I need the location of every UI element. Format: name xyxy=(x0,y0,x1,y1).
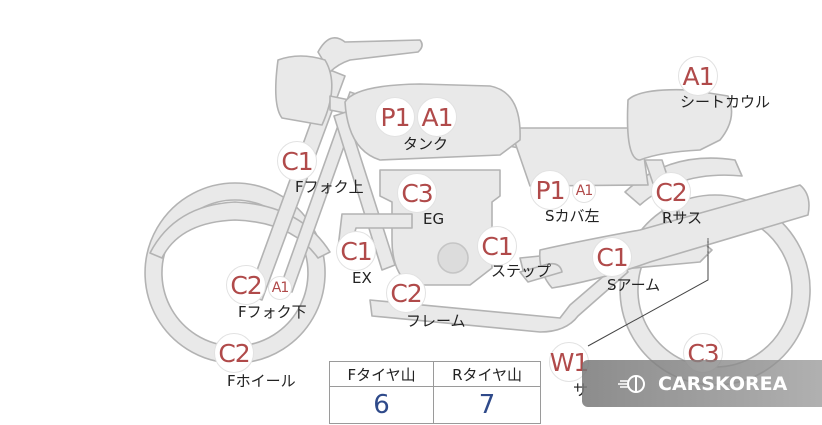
watermark: CARSKOREA xyxy=(582,360,822,407)
ex-label: EX xyxy=(352,269,372,287)
seat-cowl-label: シートカウル xyxy=(680,93,771,111)
step-badge-c1: C1 xyxy=(477,226,517,266)
seat-cowl-shape xyxy=(626,88,733,161)
r-suspension-label: Rサス xyxy=(662,209,703,227)
tank-label: タンク xyxy=(403,135,449,153)
f-fork-lower-badge-c2: C2 xyxy=(226,265,266,305)
f-fork-lower-badge-a1: A1 xyxy=(268,276,292,300)
f-fork-upper-label: Fフォク上 xyxy=(295,178,364,196)
s-cover-left-label: Sカバ左 xyxy=(545,207,600,225)
ex-badge-c1: C1 xyxy=(336,231,376,271)
step-label: ステップ xyxy=(491,262,552,280)
tank-badge-p1: P1 xyxy=(375,97,415,137)
f-wheel-badge-c2: C2 xyxy=(214,333,254,373)
front-tread-header: Fタイヤ山 xyxy=(328,361,435,387)
rear-tread-value: 7 xyxy=(433,386,541,424)
r-suspension-badge-c2: C2 xyxy=(651,172,691,212)
rear-tread-header: Rタイヤ山 xyxy=(433,361,541,387)
frame-label: フレーム xyxy=(406,312,466,330)
eg-label: EG xyxy=(423,210,445,228)
front-fork-shape xyxy=(247,69,346,301)
tread-depth-table: Fタイヤ山 Rタイヤ山 6 7 xyxy=(328,361,541,424)
f-wheel-label: Fホイール xyxy=(227,372,296,390)
s-arm-label: Sアーム xyxy=(607,276,661,294)
tank-badge-a1: A1 xyxy=(417,97,457,137)
side-body-shape xyxy=(509,127,649,187)
eg-badge-c3: C3 xyxy=(397,173,437,213)
s-cover-left-badge-p1: P1 xyxy=(530,170,570,210)
f-fork-upper-badge-c1: C1 xyxy=(277,141,317,181)
frame-badge-c2: C2 xyxy=(386,273,426,313)
seat-cowl-badge-a1: A1 xyxy=(678,56,718,96)
step-shape xyxy=(519,262,563,283)
front-tread-value: 6 xyxy=(328,386,435,424)
s-arm-badge-c1: C1 xyxy=(592,237,632,277)
handlebar-shape xyxy=(317,36,423,73)
carskorea-logo-icon xyxy=(618,374,645,393)
s-cover-left-badge-a1: A1 xyxy=(572,179,596,203)
f-fork-lower-label: Fフォク下 xyxy=(238,303,307,321)
headlight-shape xyxy=(274,55,333,126)
leader-line xyxy=(587,238,709,347)
engine-cover-shape xyxy=(437,242,469,274)
watermark-text: CARSKOREA xyxy=(658,372,788,395)
